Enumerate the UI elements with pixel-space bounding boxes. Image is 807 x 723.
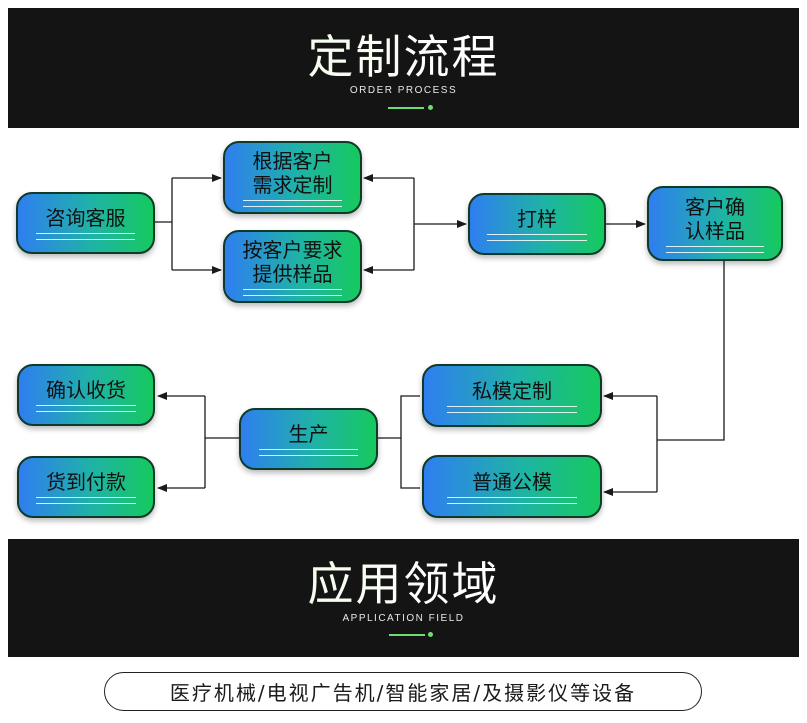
- connector-confirm-down: [656, 261, 725, 492]
- title-accent-dot: [428, 105, 433, 110]
- connector-production-split: [204, 396, 239, 488]
- applications-list: 医疗机械/电视广告机/智能家居/及摄影仪等设备: [104, 672, 702, 711]
- node-custom: 根据客户 需求定制: [223, 141, 362, 214]
- node-private-mold: 私模定制: [422, 364, 602, 427]
- page-subtitle: ORDER PROCESS: [349, 85, 458, 96]
- node-payment: 货到付款: [17, 456, 155, 518]
- node-confirm-sample: 客户确 认样品: [647, 186, 783, 261]
- section-accent-line: [389, 634, 425, 636]
- page-title: 定制流程: [8, 34, 799, 80]
- node-production: 生产: [239, 408, 378, 470]
- section-subtitle: APPLICATION FIELD: [342, 613, 465, 624]
- connector-molds-to-production: [378, 395, 420, 489]
- section-banner: 应用领域 APPLICATION FIELD: [8, 539, 799, 657]
- section-title: 应用领域: [8, 561, 799, 607]
- title-accent-line: [388, 107, 424, 109]
- node-proof: 打样: [468, 193, 606, 255]
- node-sample-supply: 按客户要求 提供样品: [223, 230, 362, 303]
- node-common-mold: 普通公模: [422, 455, 602, 518]
- node-consult: 咨询客服: [16, 192, 155, 254]
- connector-consult-split: [155, 178, 173, 270]
- section-accent-dot: [428, 632, 433, 637]
- header-banner: 定制流程 ORDER PROCESS: [8, 8, 799, 128]
- node-confirm-receipt: 确认收货: [17, 364, 155, 426]
